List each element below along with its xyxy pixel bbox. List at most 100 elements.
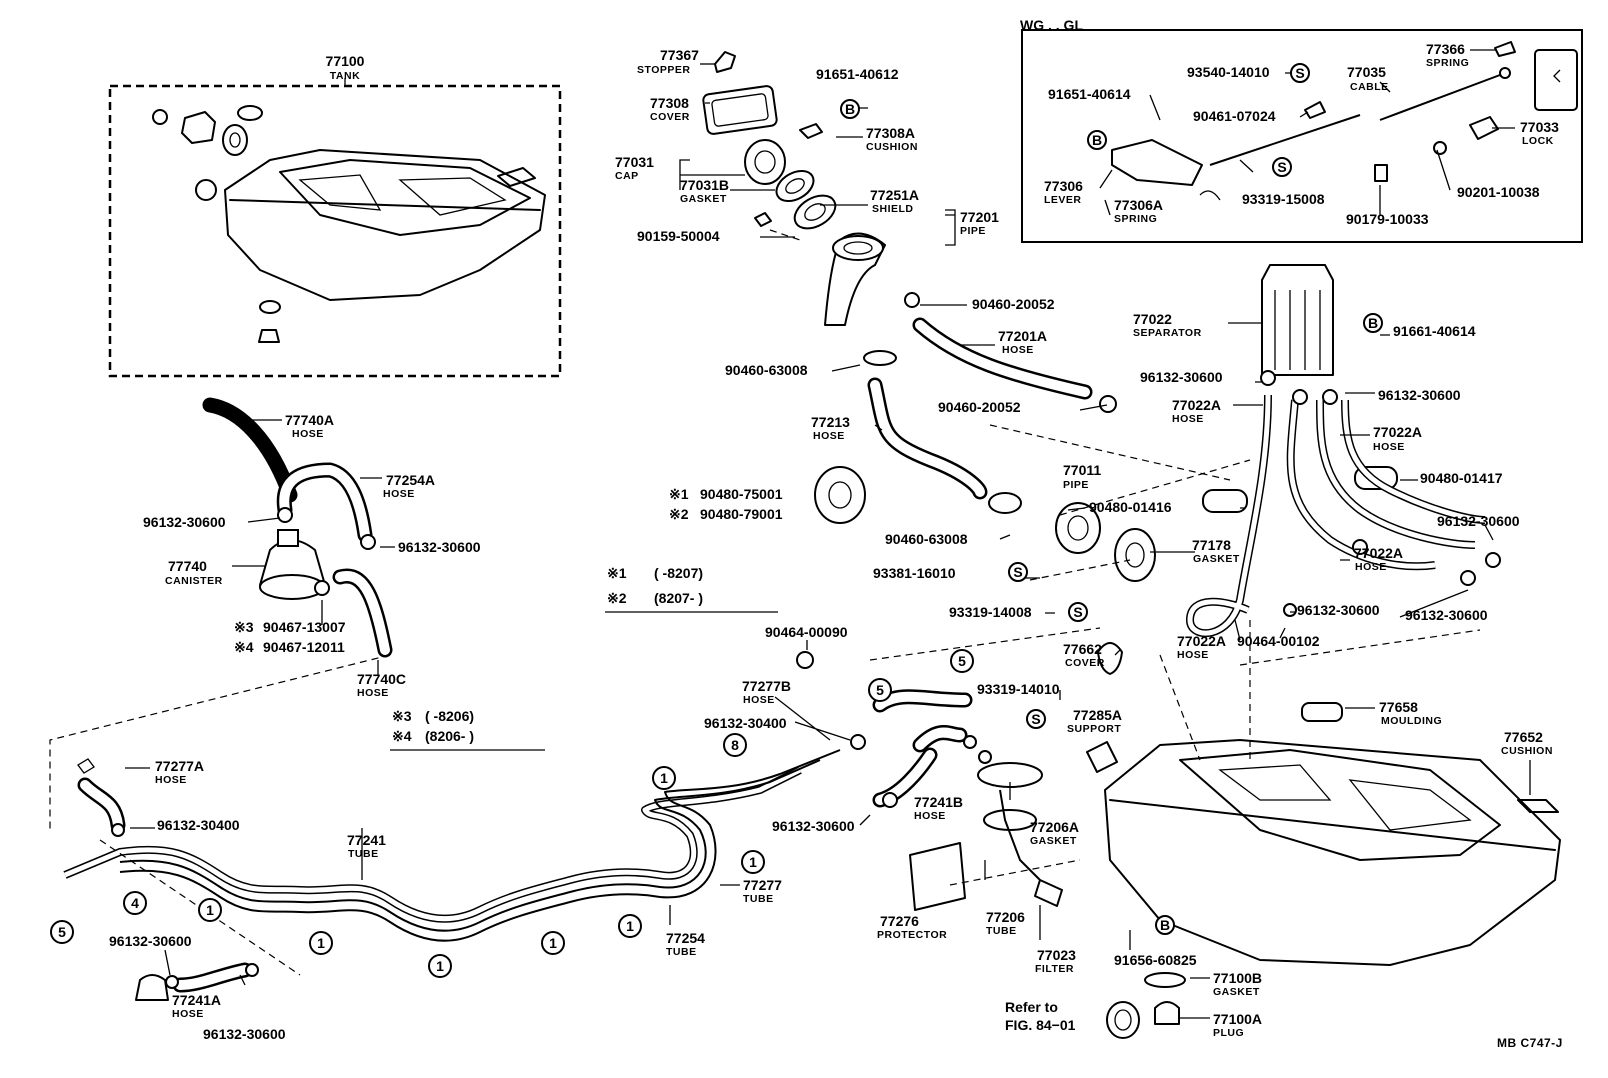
- part-name-support: SUPPORT: [1067, 723, 1121, 735]
- svg-text:1: 1: [749, 854, 757, 870]
- part-number-77022A-3: 77022A: [1354, 545, 1403, 561]
- svg-text:5: 5: [58, 924, 66, 940]
- part-number-93319-15008: 93319-15008: [1242, 191, 1325, 207]
- part-name-spring: SPRING: [1114, 213, 1157, 225]
- svg-text:S: S: [1013, 564, 1022, 580]
- part-name-spring: SPRING: [1426, 57, 1469, 69]
- part-number-96132-30600-c2: 96132-30600: [398, 539, 481, 555]
- svg-text:5: 5: [958, 653, 966, 669]
- part-number-96132-30600-r2: 96132-30600: [1297, 602, 1380, 618]
- part-number-77201A: 77201A: [998, 328, 1047, 344]
- part-name-separator: SEPARATOR: [1133, 327, 1202, 339]
- svg-text:1: 1: [436, 958, 444, 974]
- svg-text:1: 1: [317, 935, 325, 951]
- note-1-mark: ※1: [607, 565, 627, 581]
- svg-text:S: S: [1277, 159, 1286, 175]
- part-number-77178: 77178: [1192, 537, 1231, 553]
- ref-marker-5: 5: [868, 678, 892, 702]
- note-mark-2: ※2: [669, 506, 689, 522]
- part-number-96132-30600-r1: 96132-30600: [1437, 513, 1520, 529]
- part-number-77241: 77241: [347, 832, 386, 848]
- ref-marker-1: 1: [741, 850, 765, 874]
- part-number-90467-13007: 90467-13007: [263, 619, 346, 635]
- part-number-90467-12011: 90467-12011: [263, 639, 345, 655]
- svg-text:8: 8: [731, 737, 739, 753]
- part-name-moulding: MOULDING: [1381, 715, 1442, 727]
- note-2-mark: ※2: [607, 590, 627, 606]
- note-3-mark: ※3: [392, 708, 412, 724]
- part-name-stopper: STOPPER: [637, 64, 691, 76]
- svg-text:B: B: [1092, 132, 1102, 148]
- part-number-77740A: 77740A: [285, 412, 334, 428]
- part-name-gasket: GASKET: [1193, 553, 1240, 565]
- part-name-cover: COVER: [650, 111, 690, 123]
- refer-fig-label: FIG. 84−01: [1005, 1017, 1076, 1033]
- guide-lines: [49, 424, 1481, 976]
- part-number-77254A: 77254A: [386, 472, 435, 488]
- part-number-93381-16010: 93381-16010: [873, 565, 956, 581]
- svg-text:B: B: [1160, 917, 1170, 933]
- refer-to-label: Refer to: [1005, 999, 1058, 1015]
- part-number-77100: 77100: [326, 53, 365, 69]
- part-number-90480-79001: 90480-79001: [700, 506, 783, 522]
- part-number-91656-60825: 91656-60825: [1114, 952, 1197, 968]
- part-name-tube: TUBE: [986, 925, 1017, 937]
- part-number-90480-01416: 90480-01416: [1089, 499, 1172, 515]
- part-name-hose: HOSE: [743, 694, 775, 706]
- part-number-90460-20052-b: 90460-20052: [938, 399, 1021, 415]
- svg-text:1: 1: [626, 918, 634, 934]
- part-number-77206: 77206: [986, 909, 1025, 925]
- part-number-77022A-1: 77022A: [1172, 397, 1221, 413]
- part-number-77308: 77308: [650, 95, 689, 111]
- part-name-hose: HOSE: [383, 488, 415, 500]
- part-number-77740C: 77740C: [357, 671, 406, 687]
- part-number-90480-01417: 90480-01417: [1420, 470, 1503, 486]
- part-name-plug: PLUG: [1213, 1027, 1244, 1039]
- part-name-cushion: CUSHION: [866, 141, 918, 153]
- part-name-hose: HOSE: [1373, 441, 1405, 453]
- part-number-96132-30600-r3: 96132-30600: [1405, 607, 1488, 623]
- svg-text:4: 4: [131, 895, 139, 911]
- ref-marker-1: 1: [198, 898, 222, 922]
- svg-text:S: S: [1031, 711, 1040, 727]
- part-name-hose: HOSE: [292, 428, 324, 440]
- ref-marker-8: 8: [723, 733, 747, 757]
- part-number-77206A: 77206A: [1030, 819, 1079, 835]
- ref-marker-s: S: [1008, 562, 1028, 582]
- part-number-77100B: 77100B: [1213, 970, 1262, 986]
- part-number-96132-30600-sep1: 96132-30600: [1140, 369, 1223, 385]
- part-name-hose: HOSE: [1355, 561, 1387, 573]
- part-number-77308A: 77308A: [866, 125, 915, 141]
- part-number-90480-75001: 90480-75001: [700, 486, 783, 502]
- ref-marker-b: B: [1155, 915, 1175, 935]
- part-name-cover: COVER: [1065, 657, 1105, 669]
- reference-markers: B B B B S S S S S 1 1 1 1 1 1 1 4 5 5 5 …: [50, 63, 1383, 978]
- svg-text:S: S: [1295, 65, 1304, 81]
- svg-text:1: 1: [206, 902, 214, 918]
- part-name-shield: SHIELD: [872, 203, 914, 215]
- lock-inset-group: [1021, 29, 1583, 243]
- part-name-cable: CABLE: [1350, 81, 1389, 93]
- part-number-77277: 77277: [743, 877, 782, 893]
- part-number-90460-63008-a: 90460-63008: [725, 362, 808, 378]
- ref-marker-s: S: [1026, 709, 1046, 729]
- part-number-90464-00090: 90464-00090: [765, 624, 848, 640]
- part-number-96132-30400-b: 96132-30400: [157, 817, 240, 833]
- note-mark-3: ※3: [234, 619, 254, 635]
- part-name-hose: HOSE: [172, 1008, 204, 1020]
- note-3-range: ( -8206): [425, 708, 474, 724]
- part-number-77306: 77306: [1044, 178, 1083, 194]
- part-number-77035: 77035: [1347, 64, 1386, 80]
- part-number-77285A: 77285A: [1073, 707, 1122, 723]
- part-name-tube: TUBE: [666, 946, 697, 958]
- ref-marker-1: 1: [652, 766, 676, 790]
- part-number-77277A: 77277A: [155, 758, 204, 774]
- part-name-gasket: GASKET: [1213, 986, 1260, 998]
- part-number-77201: 77201: [960, 209, 999, 225]
- ref-marker-s: S: [1068, 602, 1088, 622]
- svg-text:S: S: [1073, 604, 1082, 620]
- part-name-tube: TUBE: [743, 893, 774, 905]
- part-number-77213: 77213: [811, 414, 850, 430]
- part-name-hose: HOSE: [155, 774, 187, 786]
- part-number-77276: 77276: [880, 913, 919, 929]
